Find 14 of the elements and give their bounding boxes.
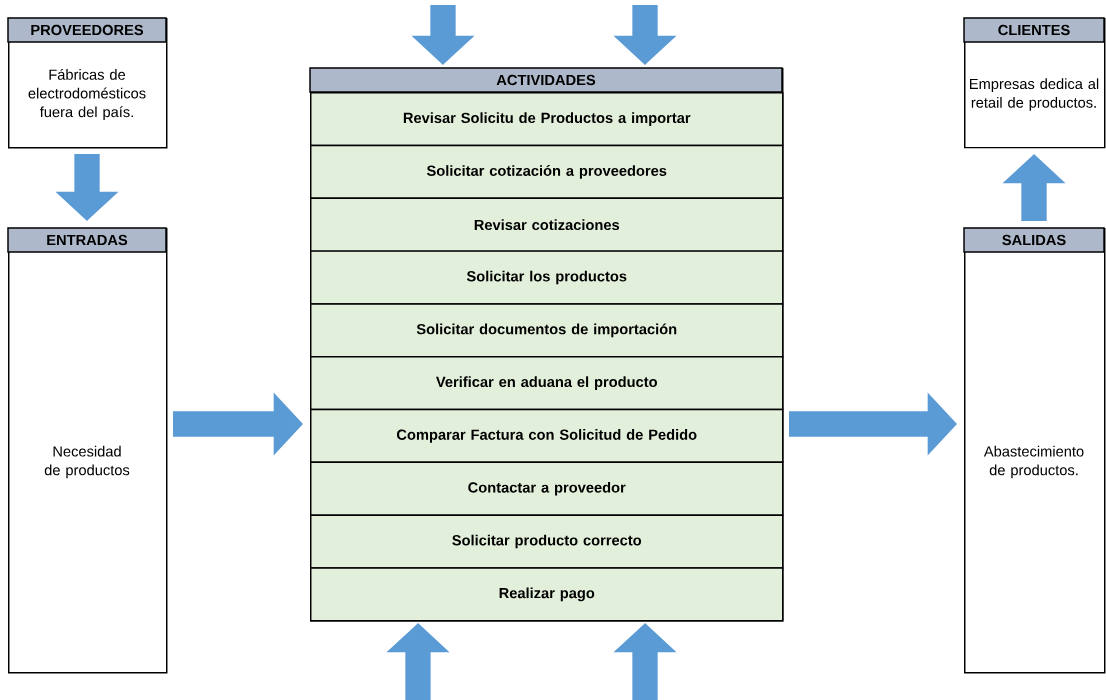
activity-row: Solicitar los productos (310, 250, 784, 305)
activity-row: Contactar a proveedor (310, 461, 784, 516)
activity-row: Comparar Factura con Solicitud de Pedido (310, 408, 784, 464)
activity-row: Verificar en aduana el producto (310, 356, 784, 411)
process-box: SALIDAS Abastecimiento de productos. (963, 227, 1106, 674)
process-box: CLIENTES Empresas dedica al retail de productos. (963, 17, 1106, 149)
activity-row: Solicitar producto correcto (310, 514, 784, 569)
activity-row: Realizar pago (310, 567, 784, 622)
activity-row: Solicitar documentos de importación (310, 303, 784, 358)
activity-row: Revisar cotizaciones (310, 197, 784, 252)
process-box: PROVEEDORES Fábricas de electrodomésticos fuera del país. (7, 17, 168, 149)
activity-row: Solicitar cotización a proveedores (310, 144, 784, 200)
process-box: ENTRADAS Necesidad de productos (7, 227, 168, 674)
activity-row: Revisar Solicitu de Productos a importar (310, 92, 784, 147)
